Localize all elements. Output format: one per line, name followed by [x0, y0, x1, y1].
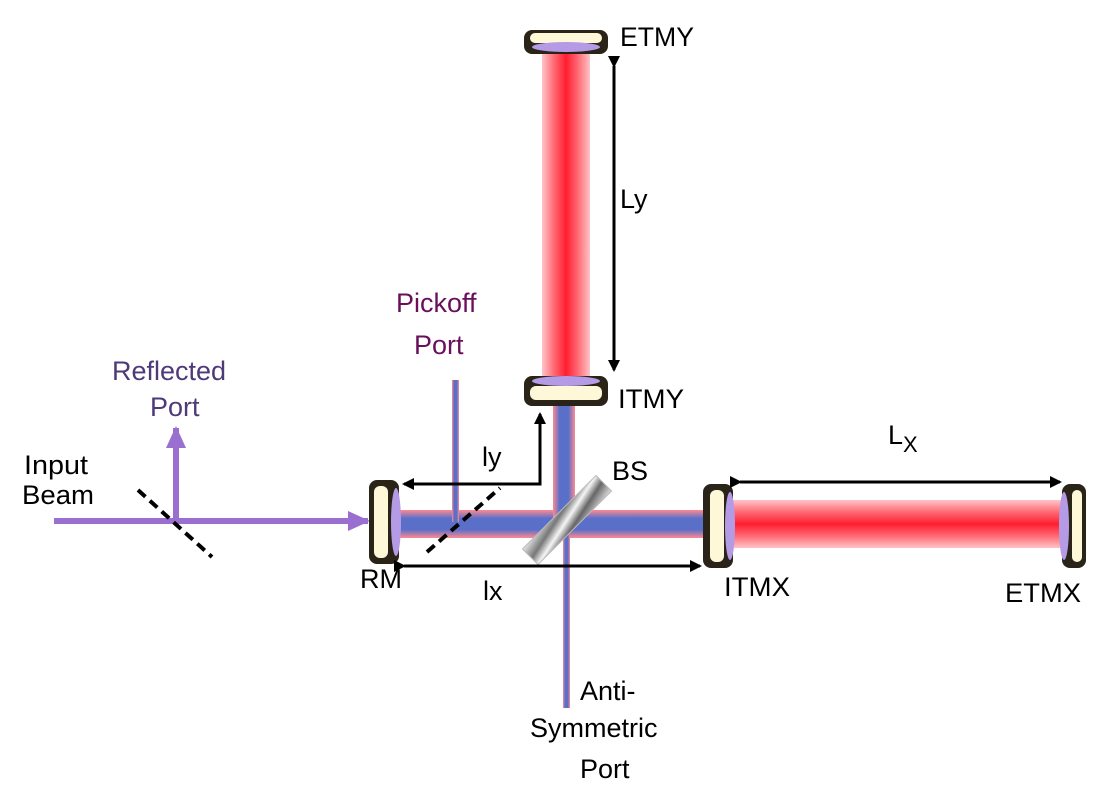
itmy-label: ITMY [618, 384, 684, 414]
pickoff-port-label-line2: Port [414, 330, 464, 360]
itmx-mirror [703, 484, 735, 568]
input-beam-label-line2: Beam [22, 480, 94, 510]
pickoff-mirror [425, 486, 502, 554]
ly-small-label: ly [482, 442, 502, 472]
pickoff-port-label-line1: Pickoff [396, 288, 477, 318]
rm-mirror [369, 480, 401, 564]
ly-small-arrow [404, 412, 546, 486]
lx-small-label: lx [483, 576, 503, 606]
x-arm-cavity-beam [730, 500, 1066, 548]
itmy-mirror [524, 376, 608, 406]
ly-big-label: Ly [620, 184, 648, 214]
itmx-label: ITMX [724, 572, 790, 602]
etmx-mirror [1059, 484, 1086, 568]
antisymmetric-port-label-line1: Anti- [580, 676, 636, 706]
pickoff-port-beam [452, 380, 459, 522]
reflected-port-label-line1: Reflected [112, 356, 226, 386]
y-arm-cavity-beam [542, 48, 590, 380]
antisymmetric-port-beam [563, 528, 570, 708]
input-beam-label-line1: Input [24, 450, 89, 480]
rm-label: RM [360, 564, 402, 594]
antisymmetric-port-label-line2: Symmetric [530, 713, 658, 743]
input-pickoff-mirror [136, 488, 214, 559]
bs-label: BS [612, 456, 648, 486]
beam-splitter [521, 474, 613, 566]
etmy-label: ETMY [620, 22, 694, 52]
lx-big-label: LX [888, 420, 918, 457]
bs-itmy-beam [553, 400, 575, 524]
etmy-mirror [524, 30, 608, 54]
reflected-port-label-line2: Port [150, 392, 200, 422]
lx-big-main: L [888, 420, 903, 450]
antisymmetric-port-label-line3: Port [580, 754, 630, 784]
lx-big-sub: X [903, 432, 918, 457]
etmx-label: ETMX [1005, 578, 1081, 608]
